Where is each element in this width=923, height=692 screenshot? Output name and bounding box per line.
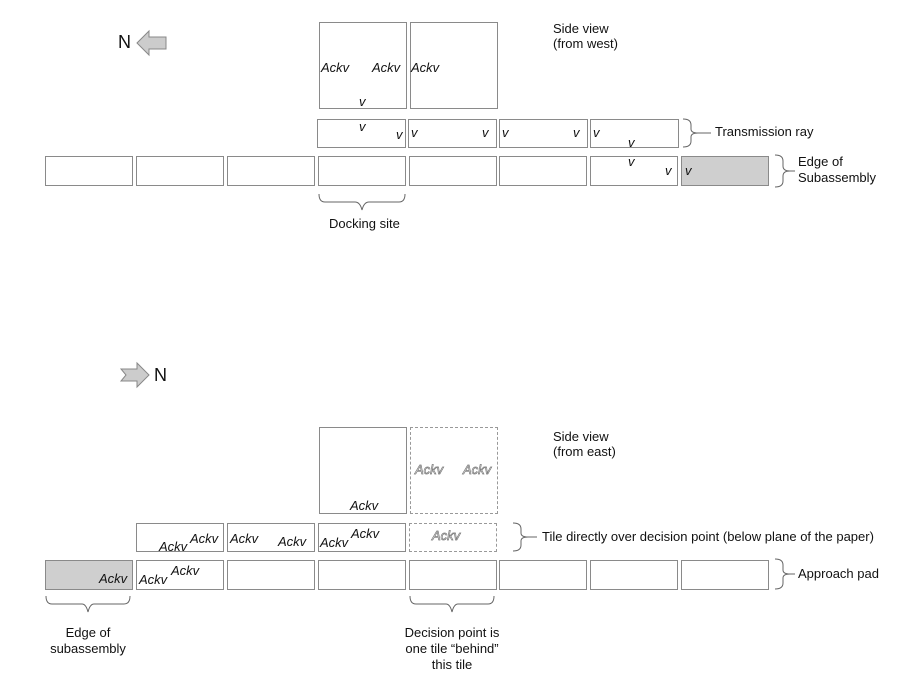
tile-ground-edge	[45, 560, 133, 590]
v-label: v	[593, 125, 600, 140]
tile-ground-3	[227, 156, 315, 186]
v-label: v	[502, 125, 509, 140]
brace-decision-point	[409, 595, 495, 613]
v-label: v	[665, 163, 672, 178]
decision-label-line1: Decision point is	[404, 625, 500, 640]
v-label: v	[628, 154, 635, 169]
tile-ground-2	[136, 156, 224, 186]
v-label: v	[573, 125, 580, 140]
edge-label-line2: Subassembly	[798, 170, 877, 185]
side-view-line2: (from east)	[553, 444, 616, 459]
tile-ray-3	[499, 119, 588, 148]
ackv-label-ghost: Ackv	[463, 462, 492, 477]
tile-over-behind	[409, 523, 497, 552]
ackv-label: Ackv	[351, 526, 380, 541]
tile-ray-2	[408, 119, 497, 148]
ackv-label-ghost: Ackv	[415, 462, 444, 477]
tile-ground-1	[45, 156, 133, 186]
edge-label-line1: Edge of	[65, 625, 111, 640]
tile-tall-1	[319, 22, 407, 109]
tile-ground-edge	[681, 156, 769, 186]
tile-ground-5	[409, 560, 497, 590]
decision-label-line3: this tile	[431, 657, 473, 672]
ackv-label: Ackv	[99, 571, 128, 586]
tile-over-3	[318, 523, 406, 552]
ackv-label: Ackv	[230, 531, 259, 546]
v-label: v	[628, 135, 635, 150]
tile-tall-behind	[410, 427, 498, 514]
brace-tile-over	[512, 522, 529, 552]
tile-ground-3	[227, 560, 315, 590]
tile-over-1	[136, 523, 224, 552]
tile-over-2	[227, 523, 315, 552]
tile-ground-5	[409, 156, 497, 186]
docking-site-label: Docking site	[329, 216, 400, 231]
v-label: v	[685, 163, 692, 178]
tile-tall-2	[410, 22, 498, 109]
ackv-label: Ackv	[350, 498, 379, 513]
v-label: v	[411, 125, 418, 140]
right-arrow-icon	[119, 361, 150, 389]
side-view-line2: (from west)	[553, 36, 618, 51]
tile-ray-1	[317, 119, 406, 148]
tile-ground-7	[590, 560, 678, 590]
tile-ground-6	[499, 560, 587, 590]
ackv-label: Ackv	[320, 535, 349, 550]
ackv-label: Ackv	[139, 572, 168, 587]
tile-over-label: Tile directly over decision point (below…	[542, 529, 874, 544]
ackv-label: Ackv	[321, 60, 350, 75]
tile-ground-6	[499, 156, 587, 186]
tile-ground-7	[590, 156, 678, 186]
v-label: v	[482, 125, 489, 140]
ackv-label: Ackv	[278, 534, 307, 549]
side-view-line1: Side view	[553, 429, 609, 444]
north-label-top: N	[118, 32, 131, 52]
transmission-ray-label: Transmission ray	[715, 124, 814, 139]
left-arrow-icon	[136, 29, 167, 57]
brace-docking-site	[318, 193, 406, 211]
v-label: v	[359, 119, 366, 134]
tile-ray-4	[590, 119, 679, 148]
v-label: v	[396, 127, 403, 142]
tile-ground-8	[681, 560, 769, 590]
ackv-label-ghost: Ackv	[432, 528, 461, 543]
ackv-label: Ackv	[372, 60, 401, 75]
brace-transmission-ray	[682, 118, 699, 148]
ackv-label: Ackv	[411, 60, 440, 75]
north-label-bottom: N	[154, 365, 167, 385]
decision-label-line2: one tile “behind”	[405, 641, 499, 656]
brace-approach-pad	[774, 558, 791, 590]
approach-pad-label: Approach pad	[798, 566, 879, 581]
tile-tall-1	[319, 427, 407, 514]
tile-ground-4	[318, 156, 406, 186]
ackv-label: Ackv	[190, 531, 219, 546]
tile-ground-2	[136, 560, 224, 590]
brace-edge-top	[774, 154, 791, 188]
ackv-label: Ackv	[159, 539, 188, 554]
brace-edge-bottom	[45, 595, 131, 613]
side-view-line1: Side view	[553, 21, 609, 36]
tile-ground-4	[318, 560, 406, 590]
edge-label-line2: subassembly	[50, 641, 126, 656]
edge-label-line1: Edge of	[798, 154, 843, 169]
v-label: v	[359, 94, 366, 109]
ackv-label: Ackv	[171, 563, 200, 578]
